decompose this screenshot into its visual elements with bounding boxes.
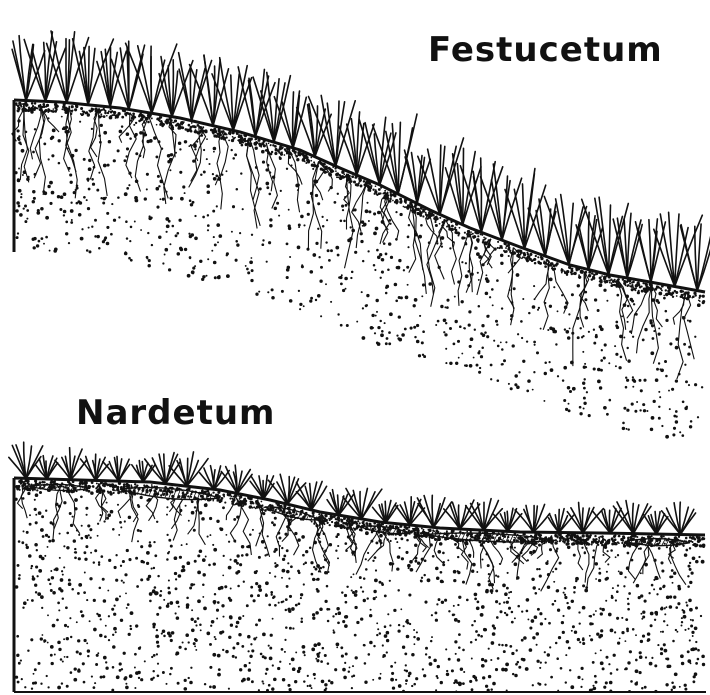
nardetum-profile — [9, 442, 706, 693]
festucetum-label: Festucetum — [428, 30, 663, 70]
festucetum-profile — [12, 31, 710, 445]
nardetum-label: Nardetum — [76, 393, 275, 433]
